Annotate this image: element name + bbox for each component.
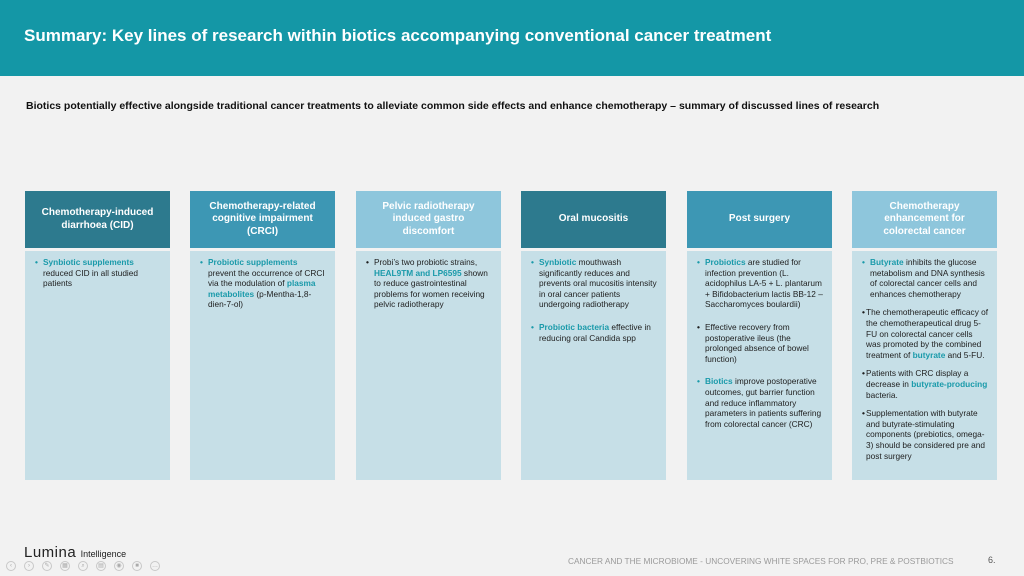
list-item: • The chemotherapeutic efficacy of the c… [862, 307, 989, 360]
bullet-dot: • [862, 257, 865, 267]
footer-text: CANCER AND THE MICROBIOME - UNCOVERING W… [568, 556, 954, 566]
column-post-surgery: Post surgery • Probiotics are studied fo… [687, 191, 832, 480]
column-heading: Chemotherapy-related cognitive impairmen… [190, 191, 335, 248]
column-oral-mucositis: Oral mucositis • Synbiotic mouthwash sig… [521, 191, 666, 480]
previous-slide-icon[interactable]: ‹ [6, 561, 16, 571]
title-banner: Summary: Key lines of research within bi… [0, 0, 1024, 76]
column-heading: Oral mucositis [521, 191, 666, 248]
page-number: 6. [988, 555, 996, 565]
list-item: • Probiotics are studied for infection p… [697, 257, 823, 310]
subtitles-icon[interactable]: ▤ [96, 561, 106, 571]
column-pelvic-radiotherapy: Pelvic radiotherapy induced gastro disco… [356, 191, 501, 480]
column-body: • Probiotics are studied for infection p… [687, 251, 832, 480]
bullet-dot: • [697, 257, 700, 267]
column-body: • Probiotic supplements prevent the occu… [190, 251, 335, 480]
column-chemotherapy-enhancement: Chemotherapy enhancement for colorectal … [852, 191, 997, 480]
bullet-dot: • [862, 408, 865, 419]
more-options-icon[interactable]: … [150, 561, 160, 571]
bullet-dot: • [35, 257, 38, 267]
column-heading: Pelvic radiotherapy induced gastro disco… [356, 191, 501, 248]
list-item: • Biotics improve postoperative outcomes… [697, 376, 822, 429]
bullet-dot: • [697, 321, 700, 332]
list-item: • Butyrate inhibits the glucose metaboli… [862, 257, 985, 299]
column-heading: Chemotherapy enhancement for colorectal … [852, 191, 997, 248]
list-item: • Probi’s two probiotic strains, HEAL9TM… [366, 257, 488, 310]
list-item: • Synbiotic mouthwash significantly redu… [531, 257, 657, 310]
pen-icon[interactable]: ✎ [42, 561, 52, 571]
bullet-dot: • [531, 321, 534, 332]
slide-subtitle: Biotics potentially effective alongside … [26, 100, 880, 112]
list-item: • Probiotic supplements prevent the occu… [200, 257, 325, 310]
bullet-dot: • [862, 307, 865, 318]
column-body: • Synbiotic supplements reduced CID in a… [25, 251, 170, 480]
bullet-dot: • [366, 257, 369, 267]
column-body: • Synbiotic mouthwash significantly redu… [521, 251, 666, 480]
list-item: • Effective recovery from postoperative … [697, 321, 809, 364]
list-item: • Probiotic bacteria effective in reduci… [531, 321, 651, 343]
bullet-dot: • [200, 257, 203, 267]
pointer-icon[interactable]: ◉ [114, 561, 124, 571]
page-title: Summary: Key lines of research within bi… [24, 26, 772, 45]
column-body: • Probi’s two probiotic strains, HEAL9TM… [356, 251, 501, 480]
column-body: • Butyrate inhibits the glucose metaboli… [852, 251, 997, 480]
bullet-dot: • [862, 368, 865, 379]
next-slide-icon[interactable]: › [24, 561, 34, 571]
list-item: • Synbiotic supplements reduced CID in a… [35, 257, 139, 289]
zoom-icon[interactable]: ⌕ [78, 561, 88, 571]
column-cid: Chemotherapy-induced diarrhoea (CID) • S… [25, 191, 170, 480]
column-heading: Post surgery [687, 191, 832, 248]
list-item: • Patients with CRC display a decrease i… [862, 368, 988, 400]
lumina-logo: Lumina Intelligence [24, 544, 127, 561]
camera-icon[interactable]: ■ [132, 561, 142, 571]
bullet-dot: • [531, 257, 534, 267]
column-crci: Chemotherapy-related cognitive impairmen… [190, 191, 335, 480]
slides-grid-icon[interactable]: ▦ [60, 561, 70, 571]
list-item: • Supplementation with butyrate and buty… [862, 408, 986, 461]
column-heading: Chemotherapy-induced diarrhoea (CID) [25, 191, 170, 248]
bullet-dot: • [697, 376, 700, 387]
